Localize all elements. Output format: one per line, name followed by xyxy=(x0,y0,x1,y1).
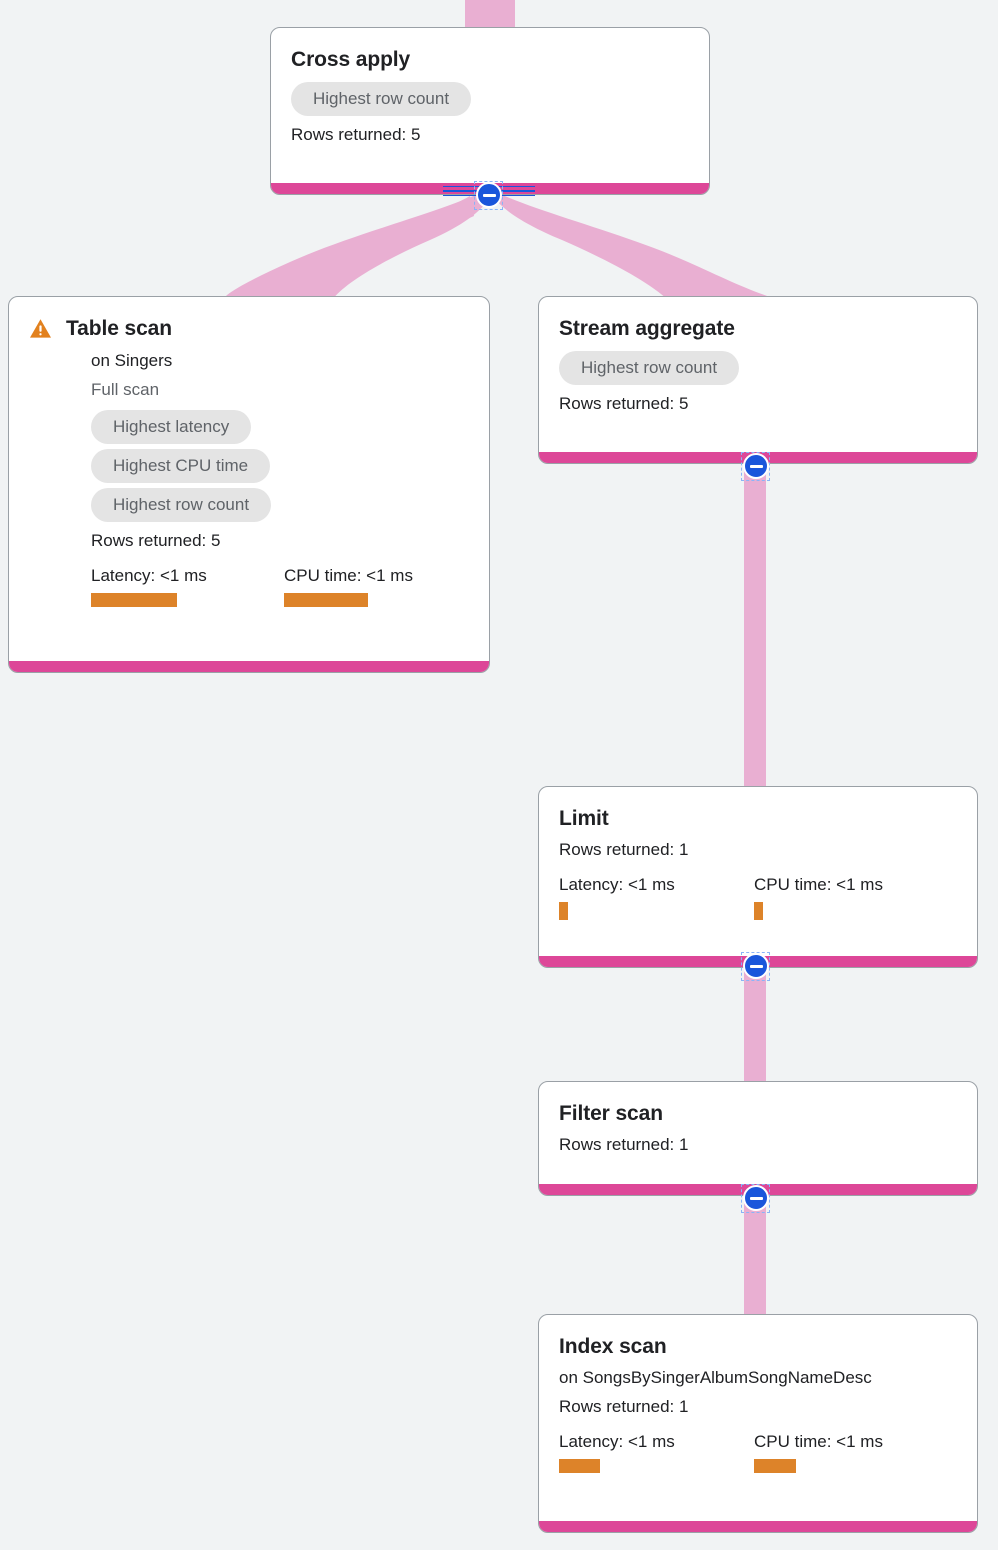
node-table-scan-title: Table scan xyxy=(66,317,172,340)
node-filter-scan-body: Filter scan Rows returned: 1 xyxy=(539,1082,977,1184)
node-table-scan[interactable]: Table scan on Singers Full scan Highest … xyxy=(8,296,490,673)
badge-highest-cpu-time: Highest CPU time xyxy=(91,449,271,483)
node-cross-apply-title-row: Cross apply xyxy=(291,46,689,74)
edge-cross-apply-to-stream-aggregate-body xyxy=(496,194,780,300)
badge-highest-row-count: Highest row count xyxy=(91,488,272,522)
node-index-scan-title-row: Index scan xyxy=(559,1333,957,1361)
collapse-button-filter-scan[interactable] xyxy=(743,1185,769,1211)
node-table-scan-accent-bar xyxy=(9,661,489,672)
node-limit-cpu-bar xyxy=(754,902,763,920)
node-cross-apply-rows-returned: Rows returned: 5 xyxy=(291,125,421,144)
node-index-scan-subtitle: on SongsBySingerAlbumSongNameDesc xyxy=(559,1368,872,1387)
node-index-scan-cpu-label: CPU time: <1 ms xyxy=(754,1432,883,1451)
node-limit-body: Limit Rows returned: 1 Latency: <1 ms CP… xyxy=(539,787,977,956)
node-stream-aggregate-badges: Highest row count xyxy=(559,351,957,385)
collapse-button-limit[interactable] xyxy=(743,953,769,979)
node-table-scan-metrics: Latency: <1 ms CPU time: <1 ms xyxy=(91,565,469,607)
badge-highest-latency: Highest latency xyxy=(91,410,252,444)
node-filter-scan-title: Filter scan xyxy=(559,1102,663,1125)
node-limit-title-row: Limit xyxy=(559,805,957,833)
node-table-scan-cpu-label: CPU time: <1 ms xyxy=(284,566,413,585)
node-table-scan-subtitle-2: Full scan xyxy=(91,380,160,399)
node-index-scan[interactable]: Index scan on SongsBySingerAlbumSongName… xyxy=(538,1314,978,1533)
node-cross-apply-title: Cross apply xyxy=(291,48,411,71)
node-index-scan-cpu-metric: CPU time: <1 ms xyxy=(754,1431,883,1473)
node-filter-scan-title-row: Filter scan xyxy=(559,1100,957,1128)
badge-highest-row-count: Highest row count xyxy=(559,351,740,385)
collapse-button-stream-aggregate[interactable] xyxy=(743,453,769,479)
node-stream-aggregate-body: Stream aggregate Highest row count Rows … xyxy=(539,297,977,452)
node-index-scan-cpu-bar xyxy=(754,1459,796,1473)
node-limit-cpu-metric: CPU time: <1 ms xyxy=(754,874,883,920)
node-table-scan-rows-returned: Rows returned: 5 xyxy=(91,531,221,550)
node-index-scan-latency-bar xyxy=(559,1459,600,1473)
warning-triangle-icon xyxy=(29,318,52,344)
collapse-minus-icon xyxy=(482,193,496,197)
collapse-minus-icon xyxy=(749,964,763,968)
node-index-scan-latency-metric: Latency: <1 ms xyxy=(559,1431,754,1473)
badge-highest-row-count: Highest row count xyxy=(291,82,472,116)
node-index-scan-accent-bar xyxy=(539,1521,977,1532)
collapse-button-cross-apply[interactable] xyxy=(476,182,502,208)
node-table-scan-latency-metric: Latency: <1 ms xyxy=(91,565,284,607)
node-filter-scan-rows-returned: Rows returned: 1 xyxy=(559,1135,689,1154)
edge-cross-apply-to-table-scan-body xyxy=(222,194,488,300)
node-index-scan-metrics: Latency: <1 ms CPU time: <1 ms xyxy=(559,1431,957,1473)
node-index-scan-rows-returned: Rows returned: 1 xyxy=(559,1397,689,1416)
edge-incoming-cross-apply xyxy=(465,0,515,30)
node-table-scan-subtitle: on Singers xyxy=(91,351,173,370)
node-table-scan-cpu-bar xyxy=(284,593,368,607)
node-limit-metrics: Latency: <1 ms CPU time: <1 ms xyxy=(559,874,957,920)
node-cross-apply-body: Cross apply Highest row count Rows retur… xyxy=(271,28,709,183)
node-table-scan-latency-label: Latency: <1 ms xyxy=(91,566,207,585)
node-limit-latency-metric: Latency: <1 ms xyxy=(559,874,754,920)
node-stream-aggregate-title-row: Stream aggregate xyxy=(559,315,957,343)
node-index-scan-latency-label: Latency: <1 ms xyxy=(559,1432,675,1451)
node-limit-cpu-label: CPU time: <1 ms xyxy=(754,875,883,894)
node-stream-aggregate-rows-returned: Rows returned: 5 xyxy=(559,394,689,413)
node-limit-rows-returned: Rows returned: 1 xyxy=(559,840,689,859)
node-filter-scan[interactable]: Filter scan Rows returned: 1 xyxy=(538,1081,978,1196)
node-limit-latency-bar xyxy=(559,902,568,920)
node-stream-aggregate[interactable]: Stream aggregate Highest row count Rows … xyxy=(538,296,978,464)
node-table-scan-cpu-metric: CPU time: <1 ms xyxy=(284,565,413,607)
node-table-scan-details: on Singers Full scan Highest latency Hig… xyxy=(29,346,469,607)
node-index-scan-title: Index scan xyxy=(559,1335,667,1358)
edge-stream-aggregate-to-limit xyxy=(744,460,766,790)
node-stream-aggregate-title: Stream aggregate xyxy=(559,317,735,340)
node-limit-latency-label: Latency: <1 ms xyxy=(559,875,675,894)
node-index-scan-body: Index scan on SongsBySingerAlbumSongName… xyxy=(539,1315,977,1521)
node-limit-title: Limit xyxy=(559,807,609,830)
node-table-scan-body: Table scan on Singers Full scan Highest … xyxy=(9,297,489,661)
node-cross-apply[interactable]: Cross apply Highest row count Rows retur… xyxy=(270,27,710,195)
node-cross-apply-badges: Highest row count xyxy=(291,82,689,116)
node-table-scan-title-row: Table scan xyxy=(29,315,469,344)
node-table-scan-badges: Highest latency Highest CPU time Highest… xyxy=(91,410,469,522)
collapse-minus-icon xyxy=(749,464,763,468)
edge-cross-apply-to-table-scan xyxy=(240,196,474,300)
collapse-minus-icon xyxy=(749,1196,763,1200)
node-table-scan-latency-bar xyxy=(91,593,177,607)
node-limit[interactable]: Limit Rows returned: 1 Latency: <1 ms CP… xyxy=(538,786,978,968)
